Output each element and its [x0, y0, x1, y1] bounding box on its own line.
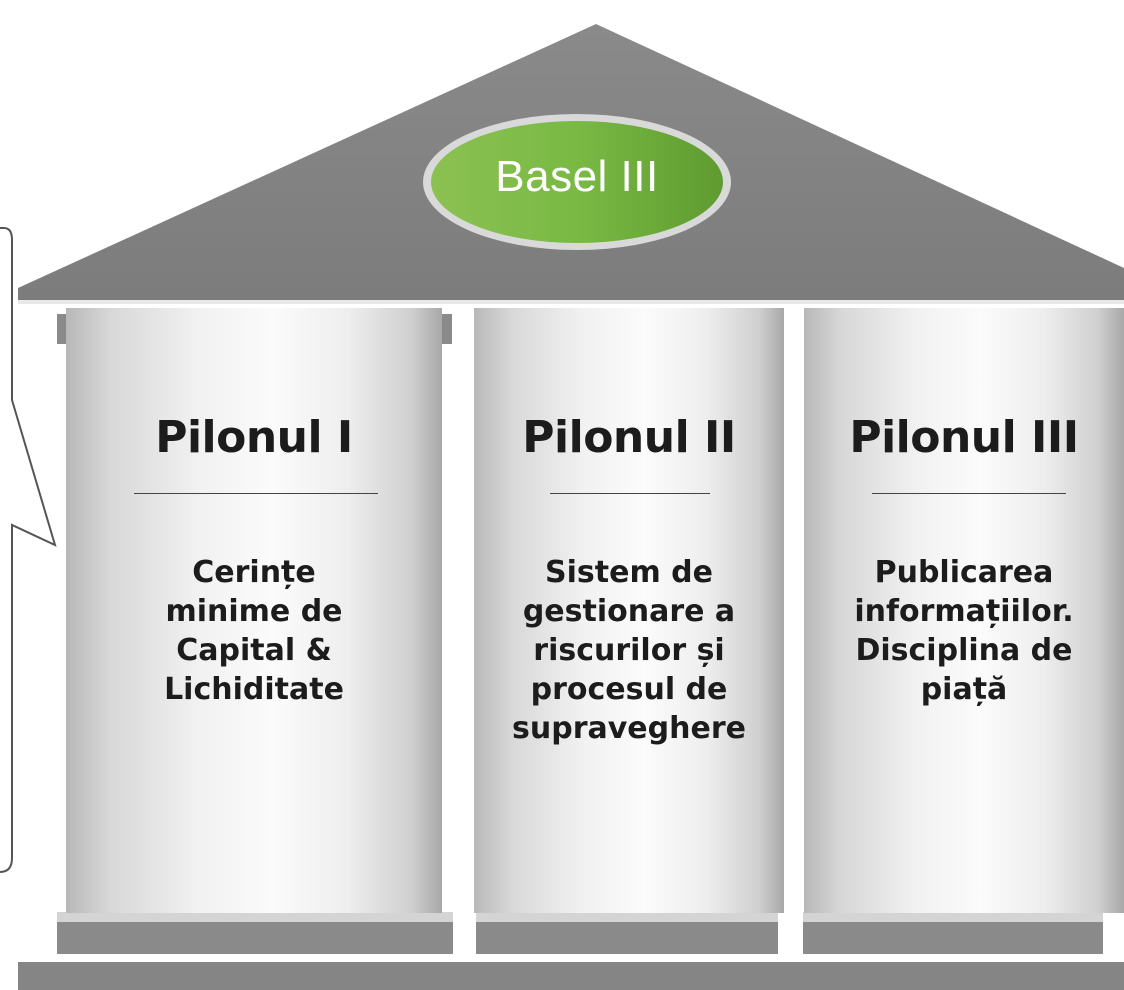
pillar-foot-2 [476, 922, 778, 954]
pillar-2-title: Pilonul II [522, 412, 736, 463]
pillar-2: Pilonul II Sistem de gestionare a riscur… [474, 308, 784, 913]
pillar-3: Pilonul III Publicarea informațiilor. Di… [804, 308, 1124, 913]
pillar-1-title: Pilonul I [155, 412, 353, 463]
foundation-base [18, 962, 1124, 990]
pillar-foot-1 [57, 922, 453, 954]
pillar-1-description: Cerințe minime de Capital & Lichiditate [164, 555, 344, 707]
badge-label: Basel III [495, 152, 659, 201]
speech-bubble-outline [0, 227, 57, 873]
pillar-3-title: Pilonul III [849, 412, 1079, 463]
pillar-1: Pilonul I Cerințe minime de Capital & Li… [66, 308, 442, 913]
pillar-3-description: Publicarea informațiilor. Disciplina de … [854, 555, 1074, 707]
roof-underline [18, 300, 1124, 304]
pillar-foot-3 [803, 922, 1103, 954]
pillar-3-rule [872, 493, 1066, 494]
capital-nub-left [57, 314, 67, 344]
pillar-2-description: Sistem de gestionare a riscurilor și pro… [512, 555, 746, 746]
pillar-2-rule [550, 493, 710, 494]
capital-nub-right [440, 314, 452, 344]
pillar-1-rule [134, 493, 378, 494]
